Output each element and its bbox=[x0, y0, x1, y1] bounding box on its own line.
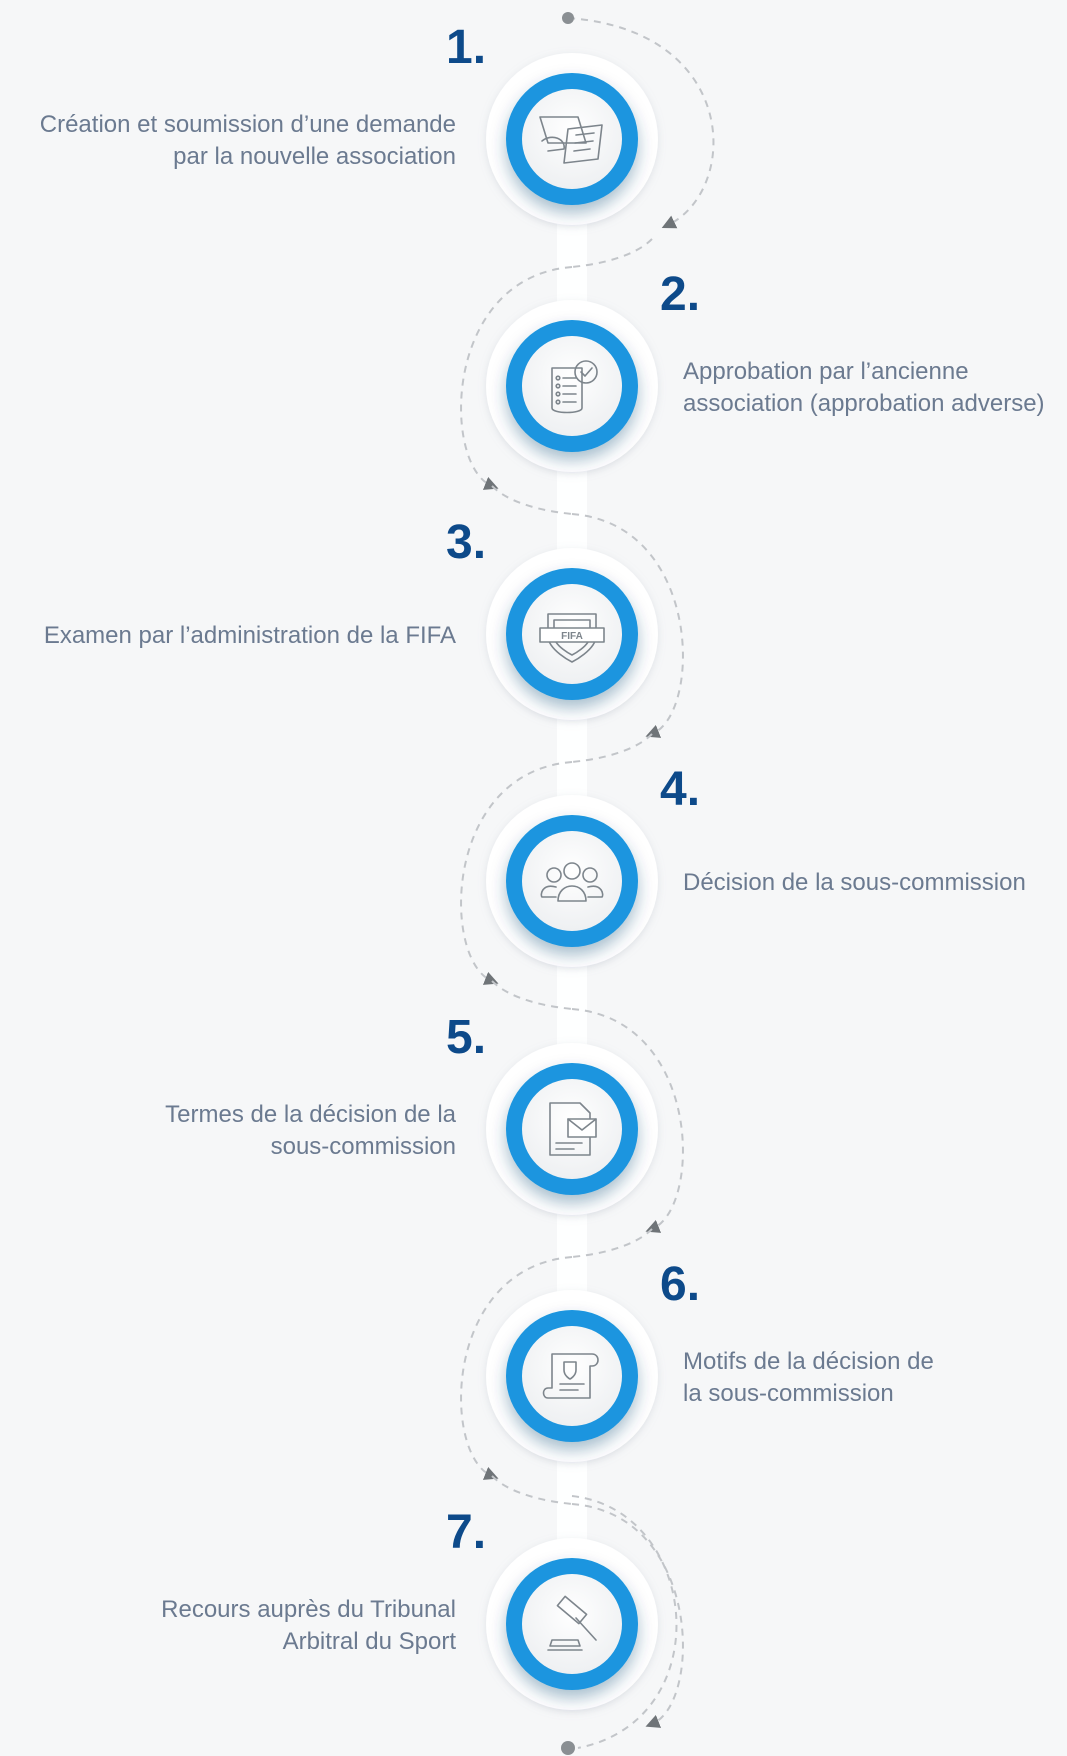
step-label-line: par la nouvelle association bbox=[173, 143, 456, 170]
step-label-line: Arbitral du Sport bbox=[282, 1628, 456, 1655]
step-node-2 bbox=[486, 300, 658, 472]
step-label-line: Motifs de la décision de bbox=[683, 1348, 934, 1375]
step-label-line: Recours auprès du Tribunal bbox=[161, 1596, 456, 1623]
node-center bbox=[522, 831, 622, 931]
fifa-shield-icon: FIFA bbox=[539, 613, 605, 663]
connector-arrow bbox=[571, 513, 684, 738]
step-label-line: Approbation par l’ancienne bbox=[683, 358, 969, 385]
end-dot bbox=[561, 1741, 575, 1755]
fifa-text: FIFA bbox=[561, 631, 583, 642]
connector-tail bbox=[571, 1228, 653, 1258]
step-number-7: 7. bbox=[446, 1506, 487, 1559]
step-number-5: 5. bbox=[446, 1011, 487, 1064]
step-number-2: 2. bbox=[660, 268, 701, 321]
group-icon bbox=[540, 862, 604, 902]
scroll-shield-icon bbox=[542, 1353, 599, 1399]
step-label-line: sous-commission bbox=[270, 1133, 456, 1160]
connector-arrow bbox=[571, 1008, 684, 1233]
step-number-1: 1. bbox=[446, 21, 487, 74]
step-node-1 bbox=[486, 53, 658, 225]
step-number-6: 6. bbox=[660, 1258, 701, 1311]
step-node-7 bbox=[486, 1538, 658, 1710]
connector-arrow bbox=[460, 1256, 573, 1480]
step-node-6 bbox=[486, 1290, 658, 1462]
connector-tail bbox=[571, 238, 653, 268]
step-label-4: Décision de la sous-commission bbox=[683, 867, 1067, 899]
step-node-3: FIFA bbox=[486, 548, 658, 720]
connector-arrow bbox=[571, 1503, 684, 1728]
node-center bbox=[522, 1326, 622, 1426]
start-dot bbox=[562, 12, 574, 24]
step-label-5: Termes de la décision de la sous-commissi… bbox=[16, 1099, 456, 1163]
connector-tail bbox=[491, 1475, 573, 1505]
gavel-icon bbox=[547, 1595, 597, 1651]
connector-arrow bbox=[567, 17, 715, 229]
connector-final bbox=[571, 1495, 678, 1749]
connector-tail bbox=[571, 733, 653, 763]
step-node-5 bbox=[486, 1043, 658, 1215]
connector-arrow bbox=[460, 761, 573, 985]
step-label-6: Motifs de la décision de la sous-commissi… bbox=[683, 1346, 1067, 1410]
document-mail-icon bbox=[549, 1102, 597, 1156]
connector-arrow bbox=[460, 266, 573, 490]
step-node-4 bbox=[486, 795, 658, 967]
step-label-line: Décision de la sous-commission bbox=[683, 869, 1026, 896]
step-label-line: Création et soumission d’une demande bbox=[39, 111, 456, 138]
step-label-2: Approbation par l’ancienne association (a… bbox=[683, 356, 1067, 420]
step-label-line: Termes de la décision de la bbox=[165, 1101, 456, 1128]
step-label-1: Création et soumission d’une demande par … bbox=[16, 109, 456, 173]
step-label-line: Examen par l’administration de la FIFA bbox=[43, 622, 456, 649]
connector-tail bbox=[491, 485, 573, 515]
node-center bbox=[522, 89, 622, 189]
checklist-icon bbox=[551, 360, 598, 414]
node-center bbox=[522, 1574, 622, 1674]
step-label-3: Examen par l’administration de la FIFA bbox=[16, 620, 456, 652]
step-number-3: 3. bbox=[446, 516, 487, 569]
step-label-line: la sous-commission bbox=[683, 1380, 894, 1407]
step-label-line: association (approbation adverse) bbox=[683, 390, 1045, 417]
connector-tail bbox=[491, 980, 573, 1010]
signing-document-icon bbox=[539, 116, 603, 164]
step-number-4: 4. bbox=[660, 763, 701, 816]
